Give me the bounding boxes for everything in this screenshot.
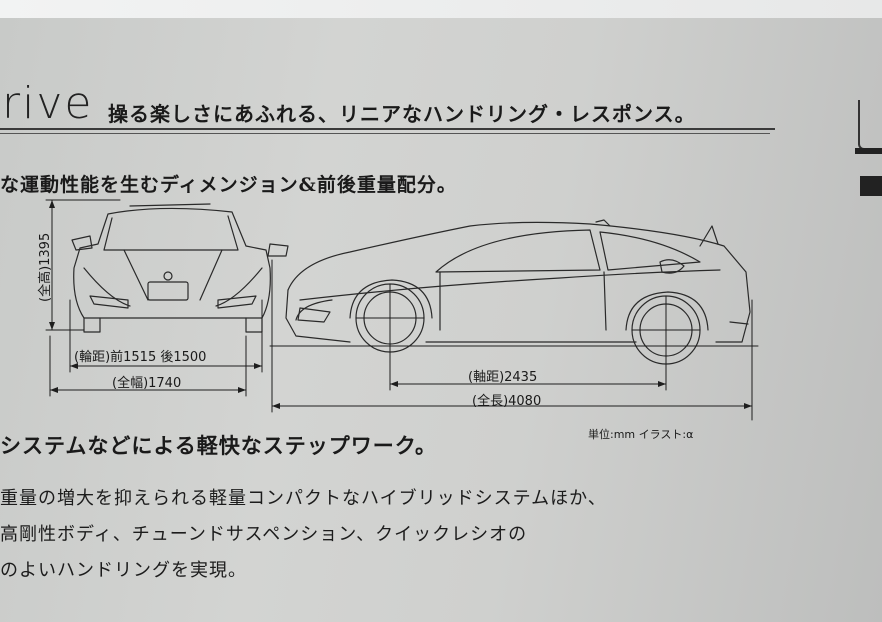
section-heading-japanese: 操る楽しさにあふれる、リニアなハンドリング・レスポンス。 — [108, 102, 696, 126]
front-view-car — [71, 203, 289, 333]
next-section-rule — [855, 148, 882, 154]
dimension-arrows — [49, 200, 752, 409]
dimension-lines — [45, 199, 759, 421]
next-section-bullet — [860, 176, 882, 196]
dimension-label-height: (全高)1395 — [38, 232, 53, 302]
dimension-label-wheelbase: (軸距)2435 — [468, 370, 538, 385]
dimension-label-width: (全幅)1740 — [112, 376, 182, 391]
body-text-line: のよいハンドリングを実現。 — [0, 560, 247, 581]
side-view-car — [285, 219, 751, 365]
section-heading-english: rive — [2, 78, 94, 129]
dimension-label-length: (全長)4080 — [472, 394, 542, 409]
heading-underline-thin — [0, 133, 770, 134]
body-text-line: 重量の増大を抑えられる軽量コンパクトなハイブリッドシステムほか、 — [0, 488, 607, 509]
top-edge — [0, 0, 882, 18]
section-title: システムなどによる軽快なステップワーク。 — [0, 433, 438, 458]
dimension-label-tread: (輪距)前1515 後1500 — [74, 350, 207, 365]
body-text-line: 高剛性ボディ、チューンドサスペンション、クイックレシオの — [0, 524, 528, 545]
subheading: な運動性能を生むディメンジョン&前後重量配分。 — [0, 174, 457, 196]
units-note: 単位:mm イラスト:α — [588, 428, 694, 441]
heading-underline — [0, 128, 775, 130]
